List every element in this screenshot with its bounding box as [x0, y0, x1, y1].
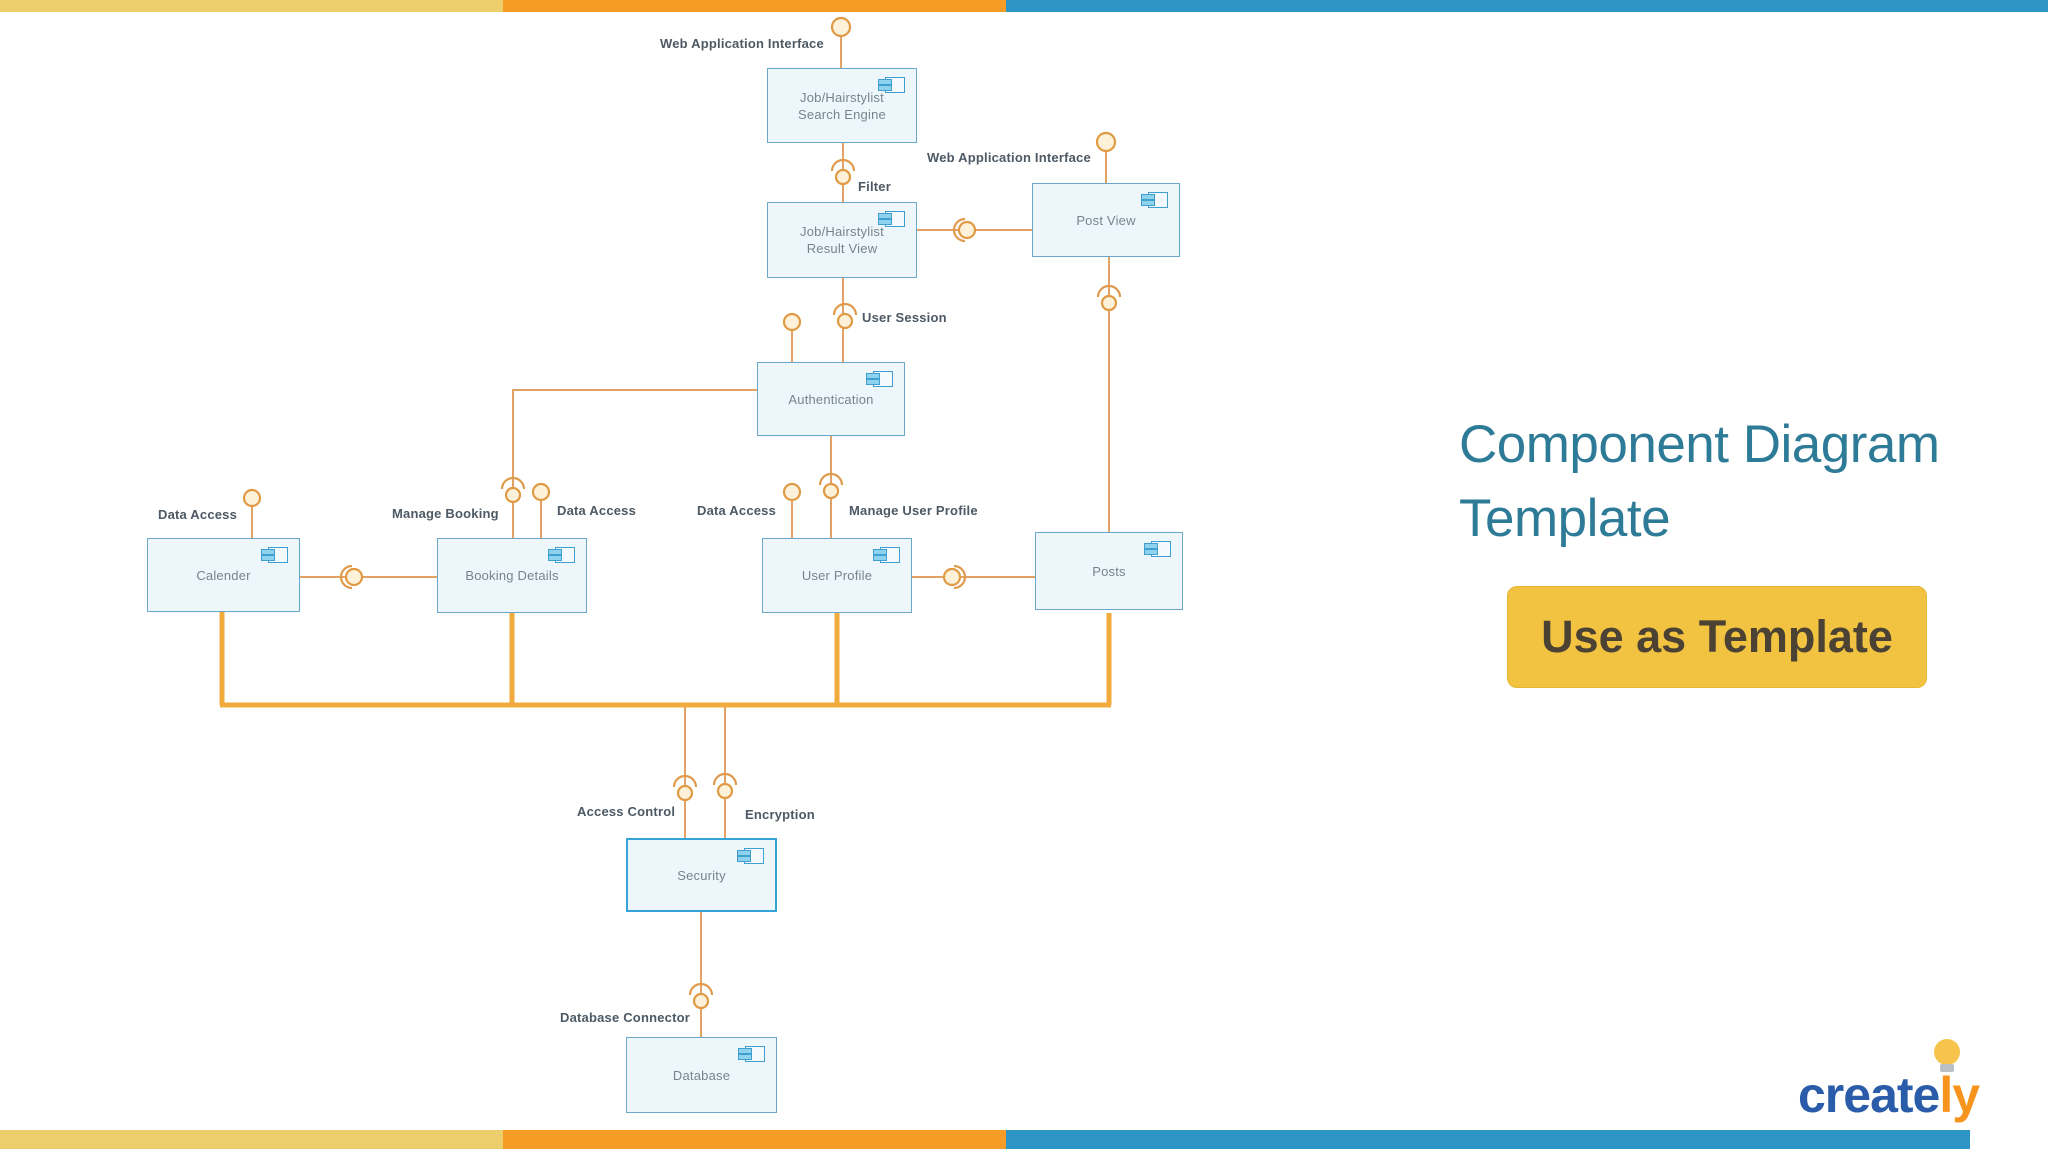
interface-label-database-connector: Database Connector: [560, 1010, 691, 1025]
uml-component-icon: [738, 1046, 765, 1062]
interface-label-manage-booking: Manage Booking: [392, 506, 499, 521]
uml-component-icon: [878, 211, 905, 227]
logo-text-blue: create: [1798, 1067, 1940, 1123]
uml-component-icon: [873, 547, 900, 563]
component-calender: Calender: [147, 538, 300, 612]
accent-bar-segment: [1006, 1130, 1970, 1149]
uml-component-icon: [261, 547, 288, 563]
component-label: Posts: [1092, 563, 1126, 579]
accent-bar-segment: [0, 0, 503, 12]
interface-label-data-access-calender: Data Access: [158, 507, 238, 522]
component-label: Post View: [1076, 212, 1136, 228]
page-title-line1: Component Diagram: [1459, 415, 1940, 474]
component-user-profile: User Profile: [762, 538, 912, 613]
interface-label-web-application-interface-2: Web Application Interface: [927, 150, 1091, 165]
page-title: Component Diagram Template: [1459, 408, 1940, 556]
component-database: Database: [626, 1037, 777, 1113]
interface-label-manage-user-profile: Manage User Profile: [849, 503, 978, 518]
interface-label-data-access-booking: Data Access: [557, 503, 637, 518]
accent-bar-segment: [1006, 0, 2048, 12]
lightbulb-icon: [1934, 1039, 1960, 1072]
uml-component-icon: [1141, 192, 1168, 208]
component-label: Security: [677, 867, 726, 883]
socket-arc-icons: [339, 158, 1122, 996]
uml-component-icon: [866, 371, 893, 387]
component-label: Calender: [196, 567, 251, 583]
interface-label-web-application-interface-1: Web Application Interface: [660, 36, 824, 51]
bus-lines: [219, 612, 1112, 708]
component-post-view: Post View: [1032, 183, 1180, 257]
accent-bar-segment: [503, 1130, 1006, 1149]
component-authentication: Authentication: [757, 362, 905, 436]
uml-component-icon: [737, 848, 764, 864]
component-booking-details: Booking Details: [437, 538, 587, 613]
interface-label-user-session: User Session: [862, 310, 947, 325]
component-label: User Profile: [801, 568, 873, 583]
component-posts: Posts: [1035, 532, 1183, 610]
component-label: Booking Details: [465, 568, 559, 583]
accent-bar-segment: [503, 0, 1006, 12]
component-label: Database: [672, 1067, 731, 1083]
accent-bar-segment: [0, 1130, 503, 1149]
interface-label-data-access-user-profile: Data Access: [697, 503, 777, 518]
interface-label-access-control: Access Control: [577, 804, 676, 819]
page-title-line2: Template: [1459, 489, 1671, 548]
interface-label-encryption: Encryption: [745, 807, 815, 822]
logo-text-orange: ly: [1939, 1067, 1980, 1123]
component-label: Authentication: [788, 391, 874, 407]
uml-component-icon: [548, 547, 575, 563]
lollipop-ball-icons: [242, 16, 1118, 1010]
component-security: Security: [626, 838, 777, 912]
use-as-template-button[interactable]: Use as Template: [1507, 586, 1927, 688]
uml-component-icon: [1144, 541, 1171, 557]
uml-component-icon: [878, 77, 905, 93]
creately-logo[interactable]: creately: [1798, 1066, 1980, 1124]
interface-label-filter: Filter: [858, 179, 891, 194]
